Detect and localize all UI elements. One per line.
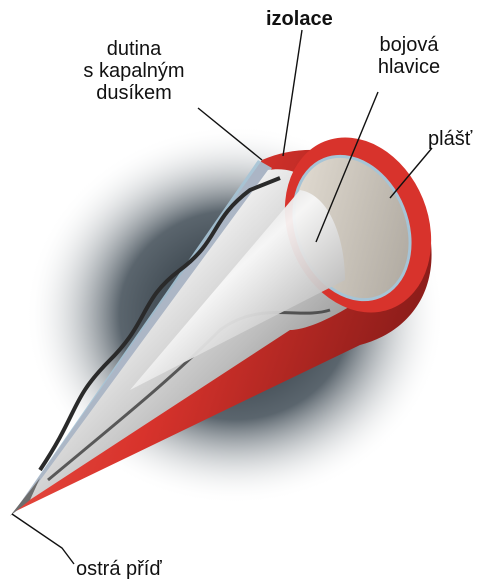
label-tip: ostrá příď [76, 558, 162, 580]
label-insulation: izolace [266, 8, 333, 30]
label-warhead: bojová hlavice [372, 34, 446, 78]
label-cavity: dutina s kapalným dusíkem [70, 38, 198, 104]
label-shell: plášť [428, 128, 472, 150]
